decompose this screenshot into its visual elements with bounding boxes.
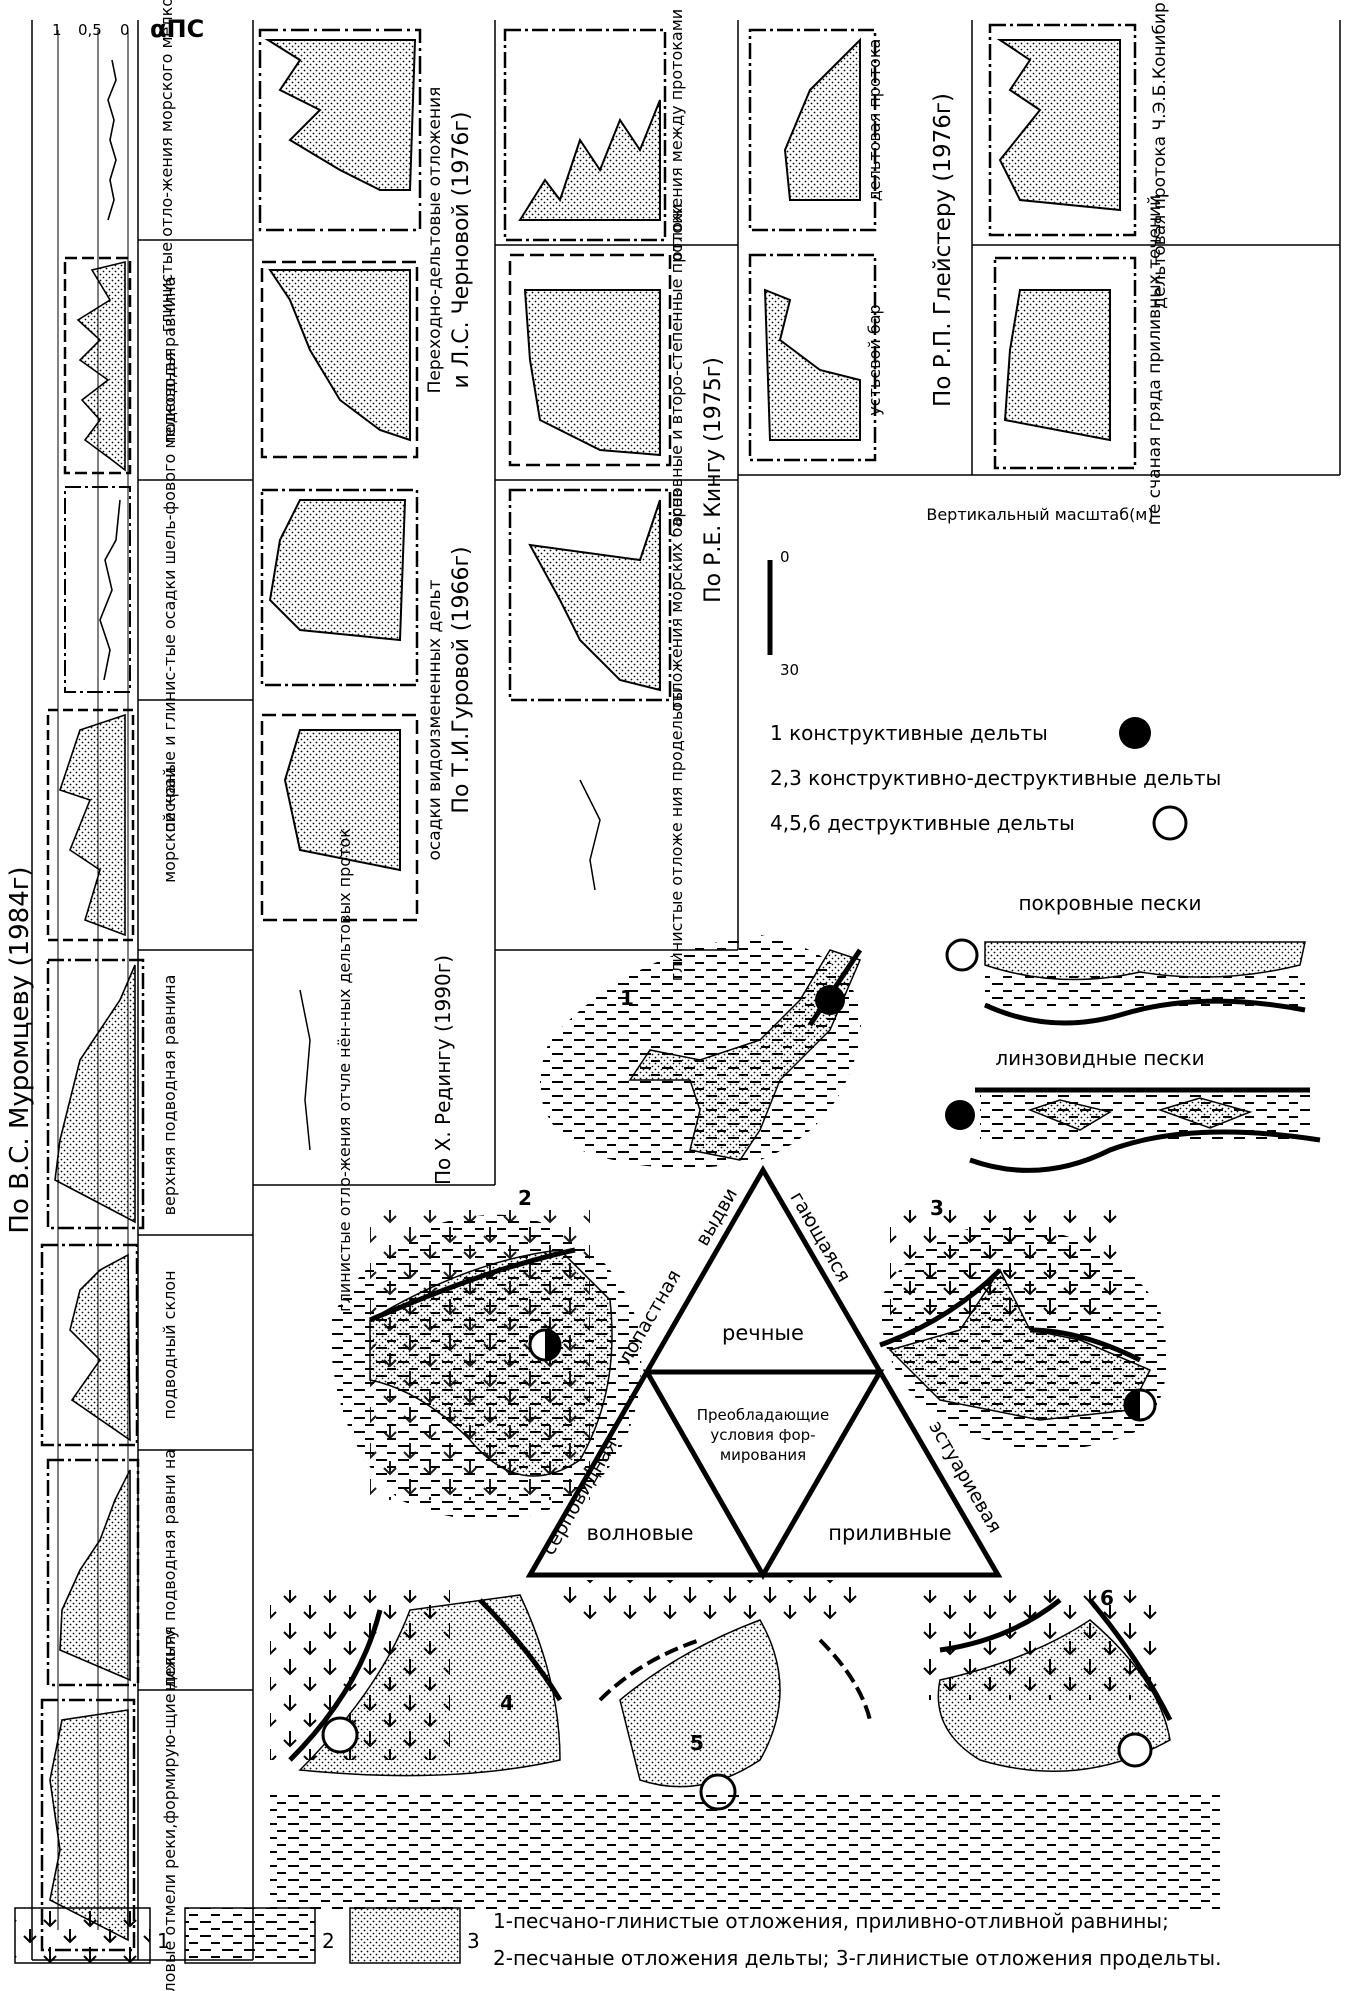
delta-map-6	[920, 1590, 1170, 1771]
map-number-3: 3	[930, 1196, 944, 1220]
cover-sands-label: покровные пески	[1018, 891, 1201, 915]
offshore-clays	[270, 1790, 1220, 1910]
facies-label-3: песчаные и глинис-тые осадки шель-фового…	[160, 348, 179, 833]
delta-classes: 1 конструктивные дельты 2,3 конструктивн…	[770, 717, 1221, 839]
bottom-legend: 1 2 3 1-песчано-глинистые отложения, при…	[15, 1908, 1221, 1970]
delta-channel-label: дельтовая протока	[865, 39, 884, 202]
tide-dominated-label: приливные	[828, 1521, 951, 1545]
facies-label-6: подводный склон	[160, 1270, 179, 1419]
legend-line-1: 1-песчано-глинистые отложения, приливно-…	[493, 1909, 1169, 1933]
king-author: По Р.Е. Кингу (1975г)	[701, 357, 726, 603]
legend-num-1: 1	[157, 1929, 170, 1953]
map-number-2: 2	[518, 1186, 532, 1210]
scale-0-label: 0	[120, 21, 130, 39]
muromtsev-author: По В.С. Муромцеву (1984г)	[5, 866, 35, 1233]
muromtsev-facies-labels: глинистые отло-жения морского мелководья…	[157, 0, 179, 1991]
open-circle-icon	[1119, 1734, 1151, 1766]
gurova-author: По Т.И.Гуровой (1966г)	[449, 546, 474, 813]
king-logs	[505, 30, 670, 890]
conditions-line-1: Преобладающие	[697, 1406, 830, 1424]
delta-map-4	[270, 1590, 560, 1776]
open-circle-icon	[1154, 807, 1186, 839]
lens-sands-label: линзовидные пески	[995, 1046, 1204, 1070]
conybeare-logs	[990, 25, 1135, 468]
legend-swatch-1	[15, 1908, 150, 1963]
delta-map-3	[880, 1210, 1167, 1450]
legend-line-2: 2-песчаные отложения дельты; 3-глинистые…	[493, 1946, 1221, 1970]
transitional-deltaic-label: Переходно-дельтовые отложения	[425, 87, 445, 394]
mouth-bar-label: устьевой бар	[865, 304, 884, 415]
legend-num-2: 2	[322, 1929, 335, 1953]
open-circle-icon	[323, 1718, 357, 1752]
sand-bodies: покровные пески линзовидные пески	[945, 891, 1320, 1170]
chernova-author: и Л.С. Черновой (1976г)	[449, 111, 474, 388]
map-number-4: 4	[500, 1691, 514, 1715]
tidal-ridge-label: пе счаная гряда приливных течений	[1145, 195, 1165, 525]
vertical-scale-label: Вертикальный масштаб(м)	[926, 505, 1153, 524]
delta-map-1	[540, 935, 861, 1168]
filled-circle-icon	[815, 985, 845, 1015]
facies-label-4: морской край	[160, 767, 179, 883]
marine-bars-label: отложения морских баров	[667, 488, 686, 711]
filled-circle-icon	[1119, 717, 1151, 749]
delta-map-2	[330, 1210, 641, 1520]
river-dominated-label: речные	[722, 1321, 804, 1345]
scale-1-label: 1	[52, 21, 62, 39]
open-circle-icon	[947, 940, 977, 970]
conditions-line-2: условия фор-	[710, 1426, 815, 1444]
gleister-author: По Р.П. Глейстеру (1976г)	[930, 93, 956, 407]
class-constructive: 1 конструктивные дельты	[770, 721, 1048, 745]
delta-map-5	[560, 1580, 870, 1809]
class-destructive: 4,5,6 деструктивные дельты	[770, 811, 1075, 835]
legend-swatch-3	[350, 1908, 460, 1963]
map-number-6: 6	[1100, 1586, 1114, 1610]
vertical-scale-bottom: 30	[780, 661, 799, 679]
gleister-labels: дельтовая протока устьевой бар По Р.П. Г…	[865, 39, 956, 416]
wave-dominated-label: волновые	[586, 1521, 693, 1545]
legend-num-3: 3	[467, 1929, 480, 1953]
gurova-chernova-logs	[260, 30, 420, 920]
conditions-line-3: мирования	[720, 1446, 806, 1464]
map-number-5: 5	[690, 1731, 704, 1755]
reding-author: По Х. Редингу (1990г)	[431, 955, 455, 1185]
main-channels-label: основные и второ-степенные протоки	[667, 204, 686, 526]
map-number-1: 1	[620, 986, 634, 1010]
conybeare-labels: дельтовая протока Ч.Э.Б.Конибир (1979г) …	[1145, 0, 1170, 525]
gurova-chernova-labels: Переходно-дельтовые отложения осадки вид…	[425, 87, 474, 861]
king-labels: отложения между протоками основные и вто…	[667, 9, 726, 981]
modified-deltas-label: осадки видоизмененных дельт	[425, 579, 445, 860]
gleister-logs	[750, 30, 875, 460]
class-constructive-destructive: 2,3 конструктивно-деструктивные дельты	[770, 766, 1221, 790]
vertical-scale: Вертикальный масштаб(м) 0 30	[770, 505, 1154, 679]
filled-circle-icon	[945, 1100, 975, 1130]
prodelta-clays-label: глинистые отложе ния продельты	[667, 689, 686, 982]
svg-text:По В.С. Муромцеву (1984г): По В.С. Муромцеву (1984г)	[5, 866, 35, 1233]
legend-swatch-2	[185, 1908, 315, 1963]
reding-facies-label: глинистые отло-жения отчле нён-ных дельт…	[335, 828, 354, 1312]
vertical-scale-top: 0	[780, 548, 790, 566]
facies-label-5: верхняя подводная равнина	[160, 975, 179, 1216]
scale-05-label: 0,5	[78, 21, 102, 39]
